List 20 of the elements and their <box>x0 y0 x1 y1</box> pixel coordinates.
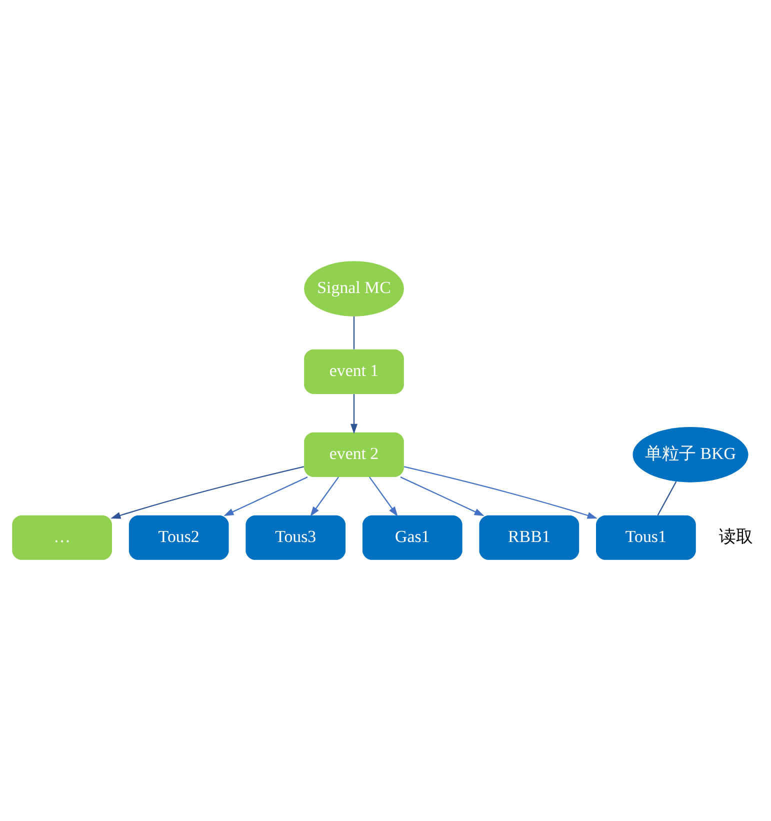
node-box: event 2 <box>304 432 404 477</box>
node-box: Tous1 <box>596 515 696 560</box>
node-ellipse: 单粒子 BKG <box>632 427 748 482</box>
node-ellipse: Signal MC <box>304 261 404 316</box>
connector <box>657 481 677 516</box>
arrow <box>369 476 398 517</box>
arrow <box>110 466 304 519</box>
arrow <box>310 476 339 517</box>
node-box: … <box>12 515 112 560</box>
arrow <box>400 476 484 516</box>
node-box: Gas1 <box>362 515 462 560</box>
node-box: event 1 <box>304 349 404 394</box>
arrow <box>350 394 358 434</box>
connector <box>353 316 355 350</box>
label: 读取 <box>718 526 753 546</box>
node-box: Tous2 <box>128 515 229 560</box>
arrow <box>404 466 598 519</box>
node-box: Tous3 <box>246 515 346 560</box>
node-box: RBB1 <box>479 515 580 560</box>
arrow <box>224 476 308 516</box>
